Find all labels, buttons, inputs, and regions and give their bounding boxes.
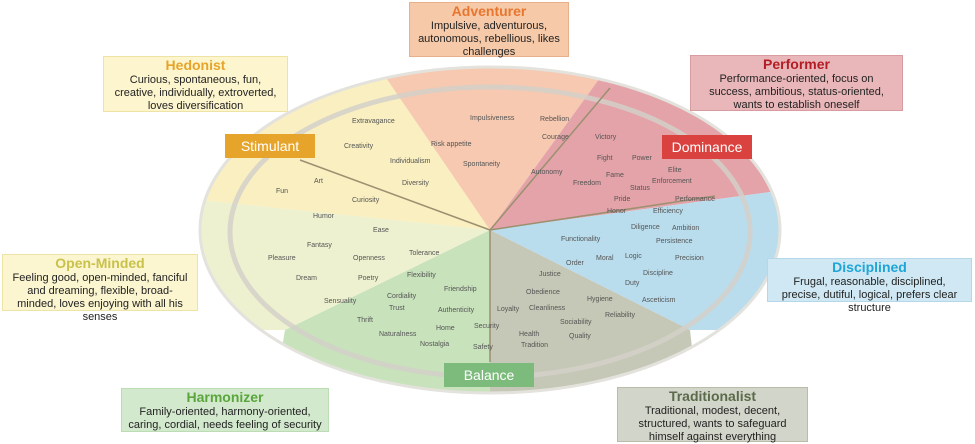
keyword-label: Justice <box>539 271 561 278</box>
keyword-label: Status <box>630 185 650 192</box>
keyword-label: Victory <box>595 134 617 141</box>
keyword-label: Creativity <box>344 143 374 150</box>
segment-adventurer <box>367 67 620 230</box>
keyword-label: Ease <box>373 227 389 234</box>
keyword-label: Cleanliness <box>529 305 566 312</box>
box-harmonizer-desc: Family-oriented, harmony-oriented, carin… <box>128 406 322 431</box>
box-performer: Performer Performance-oriented, focus on… <box>690 55 903 111</box>
keyword-label: Impulsiveness <box>470 115 515 122</box>
keyword-label: Humor <box>313 213 335 220</box>
box-harmonizer: Harmonizer Family-oriented, harmony-orie… <box>121 388 329 432</box>
keyword-label: Duty <box>625 280 640 287</box>
box-openminded: Open-Minded Feeling good, open-minded, f… <box>2 254 198 323</box>
keyword-label: Autonomy <box>531 169 563 176</box>
box-traditionalist-title: Traditionalist <box>668 388 757 404</box>
keyword-label: Hygiene <box>587 296 613 303</box>
keyword-label: Functionality <box>561 236 601 243</box>
keyword-label: Asceticism <box>642 297 676 304</box>
keyword-label: Nostalgia <box>420 341 449 348</box>
keyword-label: Openness <box>353 255 385 262</box>
keyword-label: Diligence <box>631 224 660 231</box>
tag-dominance: Dominance <box>662 135 752 159</box>
box-disciplined-desc: Frugal, reasonable, disciplined, precise… <box>781 276 958 314</box>
keyword-label: Reliability <box>605 312 635 319</box>
keyword-label: Enforcement <box>652 178 692 185</box>
box-adventurer-desc: Impulsive, adventurous, autonomous, rebe… <box>418 20 560 58</box>
keyword-label: Sociability <box>560 319 592 326</box>
box-traditionalist: Traditionalist Traditional, modest, dece… <box>617 387 808 443</box>
keyword-label: Sensuality <box>324 298 357 305</box>
keyword-label: Diversity <box>402 180 429 187</box>
keyword-label: Performance <box>675 196 715 203</box>
keyword-label: Extravagance <box>352 118 395 125</box>
keyword-label: Cordiality <box>387 293 417 300</box>
keyword-label: Pride <box>614 196 630 203</box>
keyword-label: Freedom <box>573 180 601 187</box>
keyword-label: Flexibility <box>407 272 436 279</box>
box-adventurer-title: Adventurer <box>451 3 527 19</box>
keyword-label: Moral <box>596 255 614 262</box>
keyword-label: Fame <box>606 172 624 179</box>
divider-stimulant <box>299 159 491 231</box>
keyword-label: Risk appetite <box>431 141 472 148</box>
box-performer-desc: Performance-oriented, focus on success, … <box>709 73 884 111</box>
box-disciplined: Disciplined Frugal, reasonable, discipli… <box>767 258 972 314</box>
keyword-label: Persistence <box>656 238 693 245</box>
keyword-label: Fun <box>276 188 288 195</box>
keyword-label: Authenticity <box>438 307 475 314</box>
keyword-label: Tradition <box>521 342 548 349</box>
box-hedonist: Hedonist Curious, spontaneous, fun, crea… <box>103 56 288 112</box>
box-openminded-title: Open-Minded <box>55 255 145 271</box>
outer-ring <box>198 65 782 395</box>
keyword-label: Ambition <box>672 225 699 232</box>
keyword-label: Discipline <box>643 270 673 277</box>
tag-stimulant: Stimulant <box>225 134 315 158</box>
keyword-label: Power <box>632 155 653 162</box>
keyword-label: Friendship <box>444 286 477 293</box>
keyword-label: Individualism <box>390 158 431 165</box>
keyword-label: Courage <box>542 134 569 141</box>
keyword-label: Obedience <box>526 289 560 296</box>
keyword-label: Naturalness <box>379 331 417 338</box>
divider-dominance <box>489 87 611 231</box>
keyword-label: Trust <box>389 305 405 312</box>
keyword-label: Security <box>474 323 500 330</box>
keyword-label: Spontaneity <box>463 161 500 168</box>
keyword-label: Logic <box>625 253 642 260</box>
keyword-label: Honor <box>607 208 627 215</box>
keyword-label: Art <box>314 178 323 185</box>
keyword-label: Pleasure <box>268 255 296 262</box>
keyword-label: Fight <box>597 155 613 162</box>
keyword-label: Fantasy <box>307 242 332 249</box>
box-traditionalist-desc: Traditional, modest, decent, structured,… <box>638 405 787 443</box>
box-performer-title: Performer <box>763 56 830 72</box>
keyword-label: Dream <box>296 275 317 282</box>
box-harmonizer-title: Harmonizer <box>186 389 264 405</box>
keyword-label: Precision <box>675 255 704 262</box>
keyword-label: Poetry <box>358 275 379 282</box>
keyword-label: Health <box>519 331 539 338</box>
tag-balance: Balance <box>444 363 534 387</box>
keyword-label: Safety <box>473 344 493 351</box>
keyword-label: Efficiency <box>653 208 683 215</box>
box-openminded-desc: Feeling good, open-minded, fanciful and … <box>12 272 188 323</box>
keyword-label: Rebellion <box>540 116 569 123</box>
keyword-label: Loyalty <box>497 306 520 313</box>
keyword-label: Order <box>566 260 585 267</box>
keyword-label: Quality <box>569 333 591 340</box>
keyword-label: Elite <box>668 167 682 174</box>
divider-disciplined <box>489 195 716 231</box>
box-hedonist-title: Hedonist <box>165 57 226 73</box>
box-disciplined-title: Disciplined <box>832 259 907 275</box>
keyword-label: Tolerance <box>409 250 439 257</box>
keyword-label: Curiosity <box>352 197 380 204</box>
box-adventurer: Adventurer Impulsive, adventurous, auton… <box>409 2 569 58</box>
keyword-label: Thrift <box>357 317 373 324</box>
keyword-label: Home <box>436 325 455 332</box>
box-hedonist-desc: Curious, spontaneous, fun, creative, ind… <box>114 74 277 112</box>
